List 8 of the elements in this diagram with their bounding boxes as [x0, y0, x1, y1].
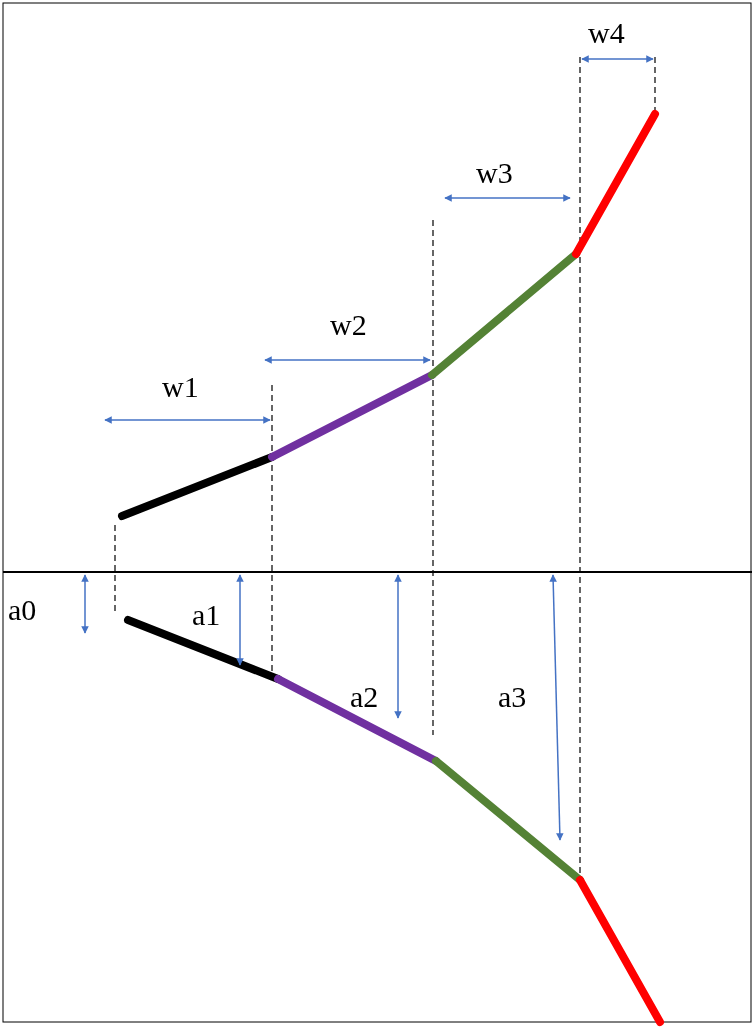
dimension-label: w3	[476, 158, 513, 188]
dimension-label: w2	[330, 310, 367, 340]
dimension-label: a3	[498, 682, 527, 712]
dimension-label: w4	[588, 18, 625, 48]
dimension-label: a1	[192, 600, 221, 630]
dimension-label: w1	[162, 372, 199, 402]
dimension-label: a2	[350, 682, 379, 712]
dimension-label: a0	[8, 595, 37, 625]
